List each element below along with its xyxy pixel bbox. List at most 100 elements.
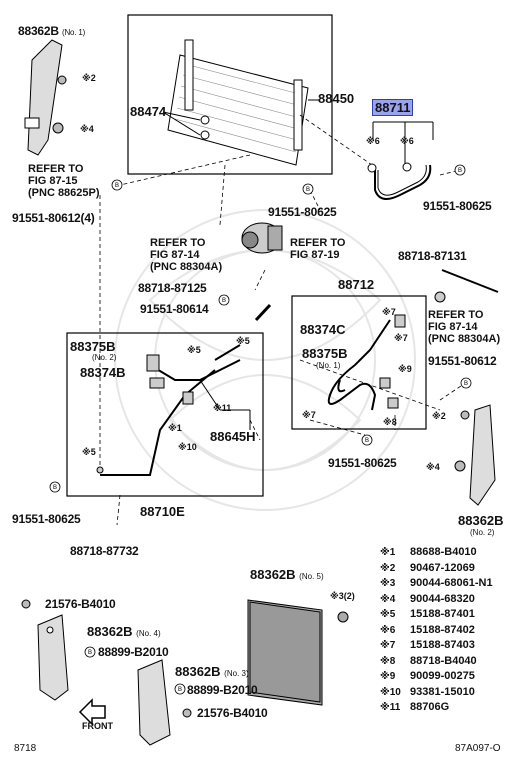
mark-1: ※1 — [168, 423, 182, 433]
panel-no5 — [247, 599, 323, 706]
legend-part-number[interactable]: 15188-87402 — [410, 623, 475, 636]
bracket-no4 — [21, 599, 69, 701]
box-88710e — [66, 332, 264, 497]
legend-mark: ※6 — [380, 624, 396, 636]
legend-row: ※11 88706G — [380, 701, 449, 713]
label-88362b-no4: 88362B (No. 4) — [87, 625, 161, 638]
refer-line: REFER TO — [290, 237, 346, 249]
condenser-box — [127, 14, 333, 175]
legend-part-number[interactable]: 93381-15010 — [410, 685, 475, 698]
mark-2-b: ※2 — [432, 411, 446, 421]
mark-11: ※11 — [213, 403, 232, 413]
part-number: 88375B — [70, 339, 116, 354]
svg-text:B: B — [115, 183, 119, 189]
label-88362b-no5: 88362B (No. 5) — [250, 568, 324, 581]
front-arrow — [78, 698, 106, 726]
part-number: 88362B — [250, 567, 296, 582]
mark-7-c: ※7 — [302, 410, 316, 420]
label-88450: 88450 — [318, 91, 355, 106]
legend-mark: ※11 — [380, 702, 401, 713]
refer-line: (PNC 88304A) — [150, 261, 223, 273]
pipe-88712 — [327, 319, 391, 411]
legend-mark: ※1 — [380, 547, 396, 558]
refer-fig-87-15: REFER TO FIG 87-15 (PNC 88625P) — [28, 163, 100, 199]
refer-fig-87-14-b: REFER TO FIG 87-14 (PNC 88304A) — [428, 309, 500, 345]
bracket-no1 — [24, 39, 67, 156]
legend-mark: ※2 — [380, 562, 396, 574]
mark-4-b: ※4 — [426, 462, 440, 472]
label-21576-b4010-b: 21576-B4010 — [197, 706, 268, 720]
label-88718-87131: 88718-87131 — [398, 249, 467, 263]
label-91551-80612-4: 91551-80612(4) — [12, 211, 95, 225]
legend-row: ※9 90099-00275 — [380, 670, 475, 682]
legend-part-number[interactable]: 15188-87403 — [410, 639, 475, 651]
refer-line: (PNC 88304A) — [428, 333, 501, 345]
hose-88711 — [374, 164, 432, 200]
part-number: 88362B — [87, 624, 133, 639]
refer-line: FIG 87-15 — [28, 175, 78, 187]
legend-row: ※10 93381-15010 — [380, 686, 475, 698]
bracket-no2 — [454, 404, 496, 506]
legend-mark: ※5 — [380, 609, 396, 620]
front-label: FRONT — [82, 721, 113, 731]
part-qualifier: (No. 5) — [299, 572, 324, 581]
pipe-88710e — [100, 344, 241, 476]
compressor — [241, 222, 283, 254]
mark-5-a: ※5 — [236, 336, 250, 346]
part-qualifier: (No. 1) — [61, 28, 86, 37]
svg-text:B: B — [53, 485, 57, 491]
legend-mark: ※3 — [380, 578, 396, 589]
label-88474: 88474 — [130, 104, 167, 119]
legend-part-number[interactable]: 90044-68061-N1 — [410, 577, 493, 589]
legend-part-number[interactable]: 90467-12069 — [410, 561, 475, 574]
label-88710e: 88710E — [140, 504, 185, 519]
b-circle-letters: BBB BBB BBB — [53, 168, 468, 693]
legend-mark: ※10 — [380, 686, 401, 698]
legend-row: ※1 88688-B4010 — [380, 546, 477, 558]
refer-fig-87-14-a: REFER TO FIG 87-14 (PNC 88304A) — [150, 237, 222, 273]
label-91551-80625-b: 91551-80625 — [423, 199, 492, 213]
refer-line: FIG 87-14 — [428, 321, 478, 333]
label-88374b: 88374B — [80, 365, 126, 380]
legend-part-number[interactable]: 88688-B4010 — [410, 546, 477, 558]
mark-5-b: ※5 — [187, 345, 201, 355]
mark-6-a: ※6 — [366, 136, 380, 146]
legend-part-number[interactable]: 88718-B4040 — [410, 654, 477, 667]
legend-row: ※6 15188-87402 — [380, 624, 475, 636]
legend-row: ※3 90044-68061-N1 — [380, 577, 493, 589]
label-88711-highlighted[interactable]: 88711 — [372, 99, 414, 116]
label-88375b-no1: 88375B — [302, 346, 348, 361]
mark-9: ※9 — [398, 364, 412, 374]
label-88362b-no3: 88362B (No. 3) — [175, 665, 249, 678]
label-88712: 88712 — [338, 277, 375, 292]
svg-text:B: B — [458, 168, 462, 174]
refer-line: FIG 87-14 — [150, 249, 200, 261]
label-91551-80625-d: 91551-80625 — [328, 456, 397, 470]
label-91551-80614: 91551-80614 — [140, 302, 209, 316]
label-88374c: 88374C — [300, 322, 346, 337]
legend-part-number[interactable]: 15188-87401 — [410, 608, 475, 620]
legend-part-number[interactable]: 88706G — [410, 701, 450, 713]
figure-number: 8718 — [14, 743, 37, 754]
legend-mark: ※9 — [380, 671, 396, 682]
box-88712 — [291, 295, 427, 430]
label-21576-b4010-a: 21576-B4010 — [45, 597, 116, 611]
legend-part-number[interactable]: 90044-68320 — [410, 592, 475, 605]
mark-4-a: ※4 — [80, 124, 94, 134]
svg-text:B: B — [178, 687, 182, 693]
mark-7-a: ※7 — [382, 307, 396, 317]
label-91551-80612-b: 91551-80612 — [428, 354, 497, 368]
label-88362b-no1: 88362B (No. 1) — [18, 25, 85, 37]
legend-part-number[interactable]: 90099-00275 — [410, 670, 475, 682]
condenser-core — [167, 39, 309, 166]
label-88718-87125: 88718-87125 — [138, 281, 207, 295]
label-88375b-no2: 88375B — [70, 340, 116, 353]
svg-text:B: B — [464, 381, 468, 387]
svg-text:B: B — [88, 650, 92, 656]
refer-line: REFER TO — [150, 237, 206, 249]
mark-2-a: ※2 — [82, 73, 96, 83]
label-88362b-no2: 88362B — [458, 513, 504, 528]
